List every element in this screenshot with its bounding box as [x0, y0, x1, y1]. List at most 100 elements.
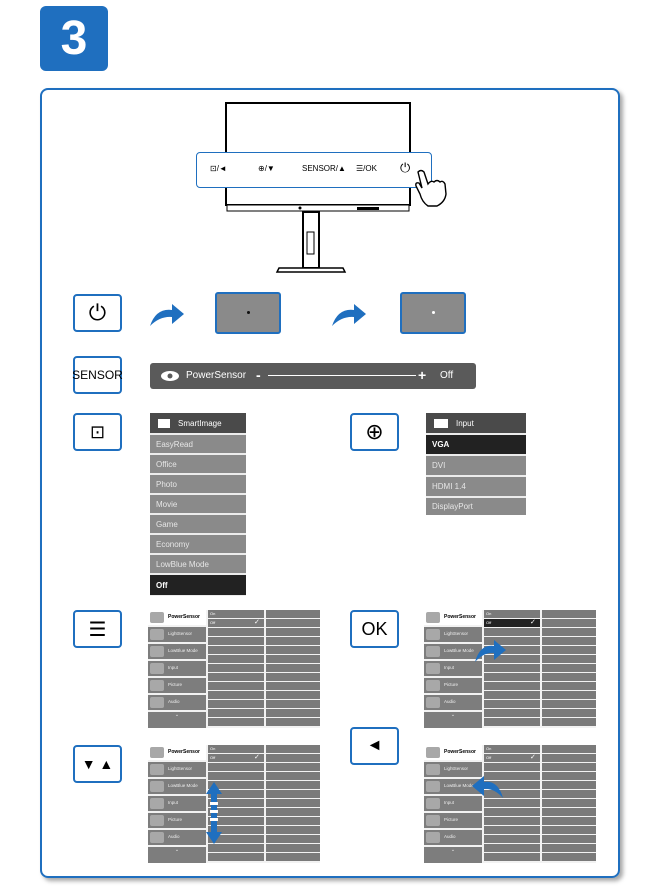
osd-cell — [266, 628, 320, 636]
osd-cell — [484, 664, 540, 672]
menu-item[interactable]: LowBlue Mode — [150, 555, 246, 573]
power-led — [432, 311, 435, 314]
osd-cell — [484, 772, 540, 780]
osd-cell — [484, 700, 540, 708]
speaker-icon — [426, 832, 440, 843]
menu-button[interactable]: ☰ — [73, 610, 122, 648]
osd-option-off[interactable]: Off — [208, 619, 264, 627]
osd-item[interactable]: Audio — [148, 830, 206, 845]
osd-item[interactable]: LightSensor — [148, 762, 206, 777]
osd-option-on[interactable]: On — [208, 610, 264, 618]
osd-item[interactable]: LowBlue Mode — [424, 644, 482, 659]
osd-item[interactable]: LightSensor — [148, 627, 206, 642]
osd-item[interactable]: Input — [148, 661, 206, 676]
osd-cell — [208, 655, 264, 663]
osd-item[interactable]: LowBlue Mode — [148, 644, 206, 659]
osd-option-off[interactable]: Off — [484, 619, 540, 627]
eye-icon — [150, 646, 164, 657]
osd-item[interactable]: LightSensor — [424, 762, 482, 777]
osd-cell — [484, 808, 540, 816]
eye-icon — [150, 612, 164, 623]
osd-item[interactable]: LowBlue Mode — [148, 779, 206, 794]
osd-cell — [542, 826, 596, 834]
osd-cell — [266, 835, 320, 843]
monitor-key-power[interactable]: ⏻ — [400, 160, 411, 175]
osd-item[interactable]: LightSensor — [424, 627, 482, 642]
menu-item[interactable]: Office — [150, 455, 246, 473]
osd-item[interactable]: Audio — [148, 695, 206, 710]
osd-cell — [266, 754, 320, 762]
screen-on — [400, 292, 466, 334]
menu-item[interactable]: EasyRead — [150, 435, 246, 453]
osd-cell — [208, 628, 264, 636]
menu-item-selected[interactable]: VGA — [426, 435, 526, 454]
osd-cell — [208, 673, 264, 681]
picture-icon — [426, 680, 440, 691]
menu-item[interactable]: DVI — [426, 456, 526, 475]
more-icon[interactable]: ⌄ — [148, 847, 206, 863]
osd-cell — [484, 781, 540, 789]
monitor-key-sensor[interactable]: SENSOR/▲ — [302, 164, 346, 173]
minus-icon[interactable]: - — [256, 367, 261, 383]
menu-item[interactable]: Movie — [150, 495, 246, 513]
menu-item-selected[interactable]: Off — [150, 575, 246, 595]
osd-option-off[interactable]: Off — [208, 754, 264, 762]
osd-cell — [208, 691, 264, 699]
osd-item[interactable]: Input — [148, 796, 206, 811]
osd-item[interactable]: Picture — [148, 678, 206, 693]
osd-option-on[interactable]: On — [208, 745, 264, 753]
eye-icon — [150, 781, 164, 792]
osd-item[interactable]: PowerSensor — [148, 745, 206, 760]
monitor-key-input[interactable]: ⊕/▼ — [258, 164, 275, 173]
osd-item[interactable]: Input — [424, 796, 482, 811]
osd-item[interactable]: PowerSensor — [424, 610, 482, 625]
menu-item[interactable]: Photo — [150, 475, 246, 493]
ok-button[interactable]: OK — [350, 610, 399, 648]
power-button[interactable]: ⏻ — [73, 294, 122, 332]
osd-cell — [542, 799, 596, 807]
osd-cell — [542, 709, 596, 717]
osd-cell — [208, 646, 264, 654]
osd-cell — [266, 718, 320, 726]
speaker-icon — [150, 832, 164, 843]
osd-cell — [542, 700, 596, 708]
left-button[interactable]: ◄ — [350, 727, 399, 765]
menu-item[interactable]: Game — [150, 515, 246, 533]
powersensor-bar: PowerSensor - + Off — [150, 363, 476, 389]
menu-item[interactable]: HDMI 1.4 — [426, 477, 526, 496]
powersensor-slider[interactable] — [268, 375, 416, 376]
osd-cell — [542, 628, 596, 636]
more-icon[interactable]: ⌄ — [148, 712, 206, 728]
menu-item[interactable]: Economy — [150, 535, 246, 553]
plus-icon[interactable]: + — [418, 367, 427, 383]
osd-cell — [266, 745, 320, 753]
osd-option-off[interactable]: Off — [484, 754, 540, 762]
input-button[interactable]: ⊕ — [350, 413, 399, 451]
osd-item[interactable]: Input — [424, 661, 482, 676]
down-up-button[interactable]: ▼ ▲ — [73, 745, 122, 783]
more-icon[interactable]: ⌄ — [424, 847, 482, 863]
arrow-right-curved-icon — [475, 640, 506, 662]
more-icon[interactable]: ⌄ — [424, 712, 482, 728]
osd-menu: PowerSensor LightSensor LowBlue Mode Inp… — [424, 610, 596, 728]
osd-item[interactable]: Picture — [148, 813, 206, 828]
osd-cell — [266, 790, 320, 798]
osd-item[interactable]: PowerSensor — [424, 745, 482, 760]
osd-option-on[interactable]: On — [484, 745, 540, 753]
monitor-key-smartimage[interactable]: ⊡/◄ — [210, 164, 227, 173]
instruction-frame — [40, 88, 620, 878]
osd-cell — [484, 682, 540, 690]
osd-item[interactable]: Picture — [424, 678, 482, 693]
osd-item[interactable]: PowerSensor — [148, 610, 206, 625]
smartimage-button[interactable]: ⊡ — [73, 413, 122, 451]
osd-item[interactable]: Audio — [424, 830, 482, 845]
monitor-key-menu[interactable]: ☰/OK — [356, 164, 377, 173]
sensor-button[interactable]: SENSOR — [72, 356, 123, 394]
osd-item[interactable]: Audio — [424, 695, 482, 710]
osd-option-on[interactable]: On — [484, 610, 540, 618]
osd-cell — [208, 808, 264, 816]
osd-item[interactable]: LowBlue Mode — [424, 779, 482, 794]
osd-item[interactable]: Picture — [424, 813, 482, 828]
osd-cell — [484, 763, 540, 771]
menu-item[interactable]: DisplayPort — [426, 498, 526, 515]
